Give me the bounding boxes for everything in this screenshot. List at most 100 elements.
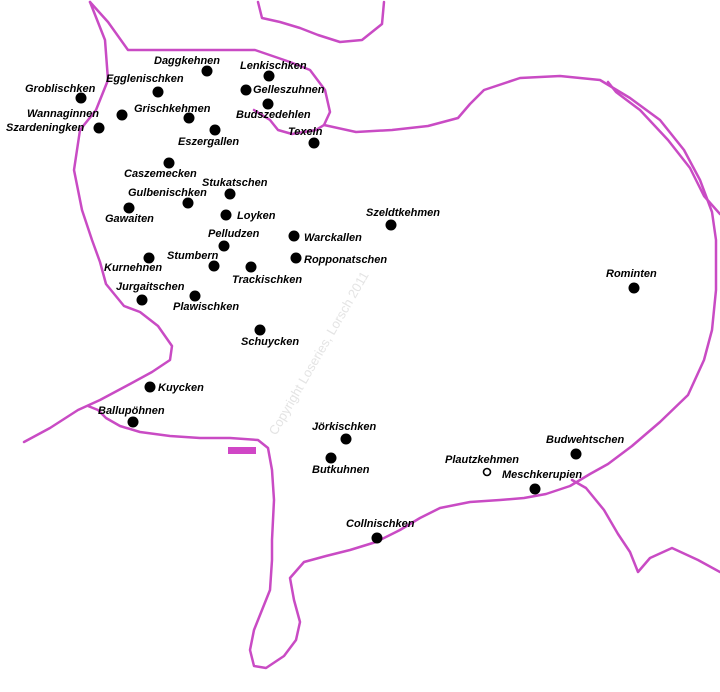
place-jorkischken: Jörkischken [312, 421, 376, 445]
place-label: Ballupöhnen [98, 405, 165, 417]
place-egglenischken: Egglenischken [106, 73, 184, 98]
place-rominten: Rominten [606, 268, 657, 294]
place-marker [189, 290, 201, 302]
watermark-text: Copyright Loseries, Lorsch 2011 [266, 269, 372, 438]
place-marker [127, 416, 139, 428]
place-marker [482, 467, 492, 477]
place-marker [220, 209, 232, 221]
place-label: Szeldtkehmen [366, 207, 440, 219]
place-marker [371, 532, 383, 544]
place-label: Butkuhnen [312, 464, 370, 476]
place-label: Kurnehnen [104, 262, 162, 274]
place-label: Grischkehmen [134, 103, 211, 115]
place-gawaiten: Gawaiten [105, 202, 154, 225]
place-wannaginnen: Wannaginnen [27, 108, 128, 121]
place-label: Rominten [606, 268, 657, 280]
place-marker [263, 70, 275, 82]
place-gelleszuhnen: Gelleszuhnen [240, 84, 325, 96]
place-budwehtschen: Budwehtschen [546, 434, 625, 460]
place-marker [144, 381, 156, 393]
place-loyken: Loyken [220, 209, 276, 222]
border-west-loop [22, 0, 326, 444]
place-marker [570, 448, 582, 460]
place-label: Kuycken [158, 382, 204, 394]
border-top-left [88, 0, 332, 127]
border-marker [228, 447, 256, 454]
place-szardeningken: Szardeningken [6, 122, 105, 134]
place-marker [183, 112, 195, 124]
place-label: Daggkehnen [154, 55, 220, 67]
place-label: Meschkerupien [502, 469, 582, 481]
place-label: Lenkischken [240, 60, 307, 72]
place-marker [245, 261, 257, 273]
place-grischkehmen: Grischkehmen [134, 103, 211, 124]
place-plawischken: Plawischken [173, 290, 239, 313]
place-kurnehnen: Kurnehnen [104, 252, 162, 274]
place-marker [240, 84, 252, 96]
place-ropponatschen: Ropponatschen [290, 252, 387, 266]
place-label: Stumbern [167, 250, 219, 262]
place-label: Jörkischken [312, 421, 376, 433]
place-marker [385, 219, 397, 231]
place-texeln: Texeln [288, 126, 323, 149]
place-meschkerupien: Meschkerupien [502, 469, 582, 495]
place-marker [75, 92, 87, 104]
place-marker [288, 230, 300, 242]
place-label: Warckallen [304, 232, 362, 244]
place-marker [182, 197, 194, 209]
place-label: Jurgaitschen [116, 281, 185, 293]
place-stumbern: Stumbern [167, 250, 220, 272]
place-marker [116, 109, 128, 121]
place-label: Gulbenischken [128, 187, 207, 199]
place-marker [254, 324, 266, 336]
place-marker [152, 86, 164, 98]
place-marker [163, 157, 175, 169]
place-label: Schuycken [241, 336, 299, 348]
place-marker [325, 452, 337, 464]
place-marker [218, 240, 230, 252]
place-caszemecken: Caszemecken [124, 157, 197, 180]
place-label: Caszemecken [124, 168, 197, 180]
place-label: Szardeningken [6, 122, 85, 134]
place-marker [201, 65, 213, 77]
place-lenkischken: Lenkischken [240, 60, 307, 82]
place-stukatschen: Stukatschen [202, 177, 268, 200]
place-marker [340, 433, 352, 445]
place-daggkehnen: Daggkehnen [154, 55, 220, 77]
place-marker [143, 252, 155, 264]
place-ballupohnen: Ballupöhnen [98, 405, 165, 428]
border-south-east [570, 478, 720, 574]
place-label: Egglenischken [106, 73, 184, 85]
place-marker [123, 202, 135, 214]
place-groblischken: Groblischken [25, 83, 96, 104]
place-label: Stukatschen [202, 177, 268, 189]
place-label: Gelleszuhnen [253, 84, 325, 96]
place-szeldtkehmen: Szeldtkehmen [366, 207, 440, 231]
place-label: Pelludzen [208, 228, 260, 240]
place-marker [308, 137, 320, 149]
place-collnischken: Collnischken [346, 518, 415, 544]
place-label: Eszergallen [178, 136, 239, 148]
place-marker [93, 122, 105, 134]
place-marker [290, 252, 302, 264]
place-jurgaitschen: Jurgaitschen [116, 281, 185, 306]
place-eszergallen: Eszergallen [178, 124, 239, 148]
place-plautzkehmen: Plautzkehmen [445, 454, 519, 477]
place-marker [262, 98, 274, 110]
place-label: Groblischken [25, 83, 96, 95]
place-label: Collnischken [346, 518, 415, 530]
place-marker [136, 294, 148, 306]
place-pelludzen: Pelludzen [208, 228, 260, 252]
place-label: Budwehtschen [546, 434, 625, 446]
place-warckallen: Warckallen [288, 230, 362, 244]
place-label: Texeln [288, 126, 323, 138]
place-butkuhnen: Butkuhnen [312, 452, 370, 476]
border-top-right [256, 0, 386, 44]
place-label: Plawischken [173, 301, 239, 313]
place-label: Budszedehlen [236, 109, 311, 121]
place-label: Ropponatschen [304, 254, 387, 266]
place-label: Loyken [237, 210, 276, 222]
border-north-east [606, 80, 720, 216]
border-east [86, 74, 718, 670]
